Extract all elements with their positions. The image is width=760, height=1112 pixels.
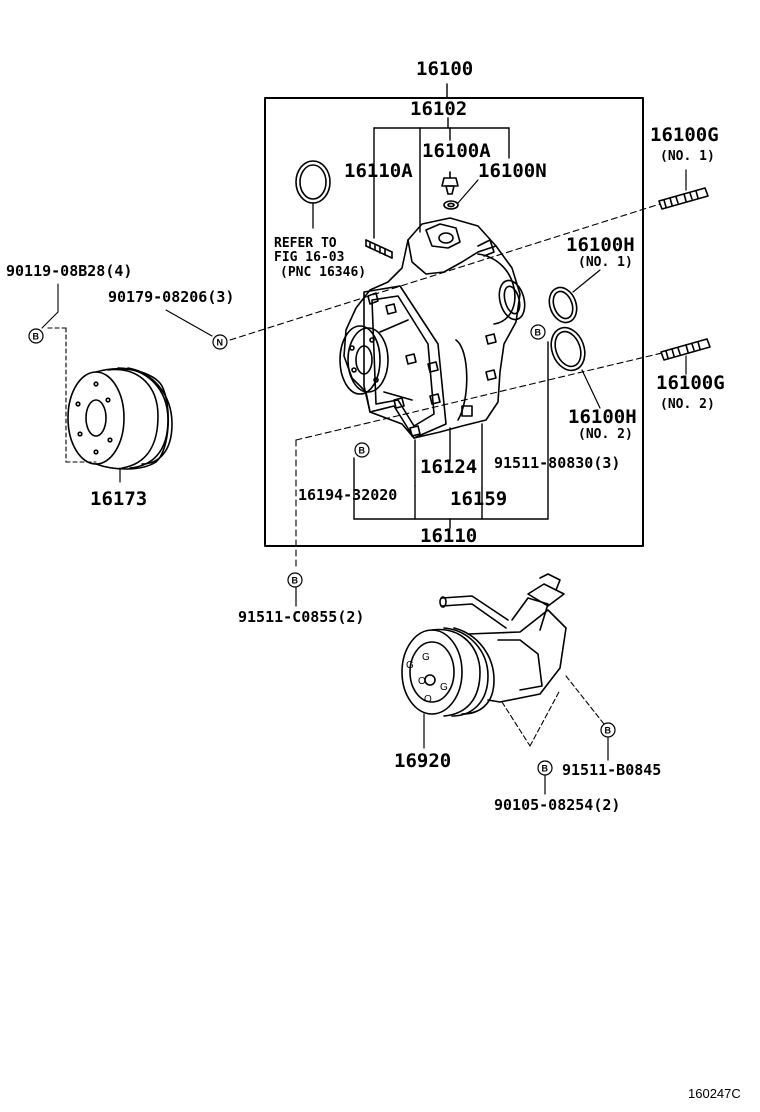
label-bolt-08254: 90105-08254(2) xyxy=(494,796,621,814)
pulley-icon xyxy=(67,367,173,483)
label-gasket-bottom: 16100H xyxy=(568,406,637,428)
label-nut-pump: 90179-08206(3) xyxy=(108,288,235,306)
label-gasket-top-no: (NO. 1) xyxy=(578,255,633,270)
label-stud-top: 16100G xyxy=(650,124,719,146)
label-bolt-b0845: 91511-B0845 xyxy=(562,761,662,779)
label-refer-1: REFER TO xyxy=(274,236,337,251)
label-bolt-16194: 16194-32020 xyxy=(298,486,398,504)
label-bolt-pulley: 90119-08B28(4) xyxy=(6,262,133,280)
svg-text:O: O xyxy=(418,676,426,687)
marker-b-5: B xyxy=(605,726,612,736)
marker-b-3: B xyxy=(359,446,366,456)
label-plug: 16100A xyxy=(422,140,491,162)
svg-text:G: G xyxy=(440,682,448,693)
stud-no2-icon xyxy=(660,338,711,375)
ring-gasket-icon xyxy=(295,160,331,229)
label-assembly: 16100 xyxy=(416,58,474,80)
stud-no1-icon xyxy=(658,169,709,210)
fan-pump-solid-leaders xyxy=(295,587,609,795)
fan-pump-leaders xyxy=(501,675,605,747)
label-bolt-c0855: 91511-C0855(2) xyxy=(238,608,365,626)
label-gasket-bottom-no: (NO. 2) xyxy=(578,427,633,442)
marker-n: N xyxy=(217,338,224,348)
label-stud-bottom: 16100G xyxy=(656,372,725,394)
fan-pump-icon: G G G O O xyxy=(401,573,567,749)
marker-b-2: B xyxy=(535,328,542,338)
label-pulley: 16173 xyxy=(90,488,148,510)
label-fan-pump: 16920 xyxy=(394,750,452,772)
label-stud-bottom-no: (NO. 2) xyxy=(660,397,715,412)
label-gasket-top: 16100H xyxy=(566,234,635,256)
bracket-16102 xyxy=(373,117,510,239)
label-16159: 16159 xyxy=(450,488,508,510)
svg-text:O: O xyxy=(424,694,432,705)
nut-leader xyxy=(165,309,213,337)
label-stud-sub: 16110A xyxy=(344,160,413,182)
assembly-frame xyxy=(264,97,644,547)
pump-leaders xyxy=(353,341,549,529)
small-stud-icon xyxy=(365,239,393,259)
marker-b-6: B xyxy=(542,764,549,774)
water-pump-icon xyxy=(339,217,526,439)
alignment-lines xyxy=(229,203,663,571)
marker-badges xyxy=(28,324,616,776)
label-refer-2: FIG 16-03 xyxy=(274,250,345,265)
svg-text:G: G xyxy=(422,652,430,663)
label-16124: 16124 xyxy=(420,456,478,478)
o-ring-no2-icon xyxy=(550,326,601,409)
plug-icon xyxy=(441,171,479,210)
marker-b-4: B xyxy=(292,576,299,586)
label-plug-gasket: 16100N xyxy=(478,160,547,182)
label-bolt-pump: 91511-80830(3) xyxy=(494,454,621,472)
marker-b-1: B xyxy=(33,332,40,342)
pulley-bolt-leaders xyxy=(41,283,97,463)
label-refer-3: (PNC 16346) xyxy=(280,265,367,280)
label-stud-top-no: (NO. 1) xyxy=(660,149,715,164)
label-pump-bottom: 16110 xyxy=(420,525,478,547)
label-sub-assembly: 16102 xyxy=(410,98,468,120)
o-ring-no1-icon xyxy=(548,269,601,324)
figure-code: 160247C xyxy=(688,1086,741,1101)
svg-text:G: G xyxy=(406,660,414,671)
